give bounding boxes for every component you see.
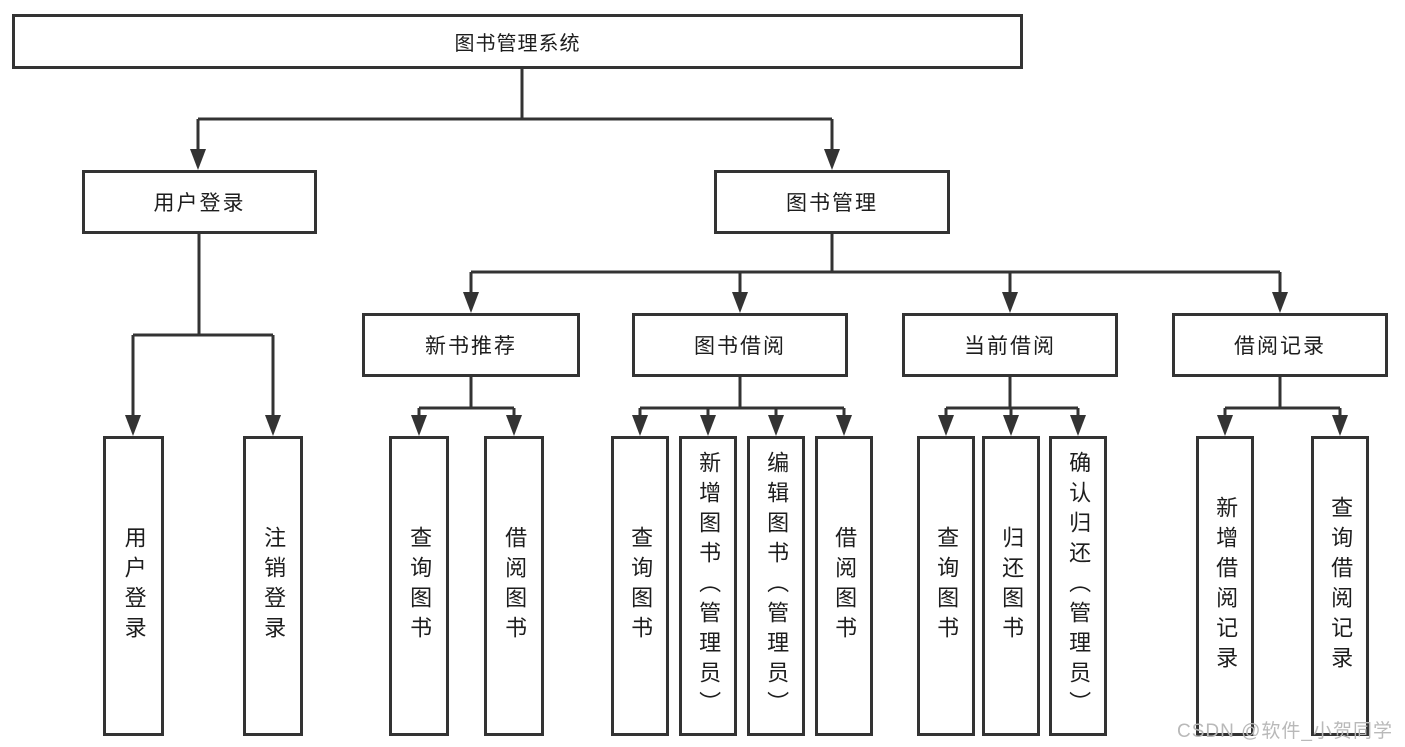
leaf-add-book-admin: 新增图书（管理员） [679,436,737,736]
leaf-query-books-borrow: 查询图书 [611,436,669,736]
arrowhead-icons [125,149,1348,436]
node-new-book-recommend-label: 新书推荐 [425,335,517,358]
leaf-query-borrow-record-label: 查询借阅记录 [1328,496,1354,676]
node-current-borrow: 当前借阅 [902,313,1118,377]
leaf-borrow-books: 借阅图书 [815,436,873,736]
leaf-query-books-current-label: 查询图书 [934,526,960,646]
leaf-logout: 注销登录 [243,436,303,736]
leaf-query-books-recommend-label: 查询图书 [407,526,433,646]
leaf-return-book: 归还图书 [982,436,1040,736]
connector-path [131,68,1342,418]
leaf-borrow-books-recommend-label: 借阅图书 [502,526,528,646]
leaf-user-login-label: 用户登录 [121,526,147,646]
leaf-borrow-books-label: 借阅图书 [832,526,858,646]
leaf-user-login: 用户登录 [103,436,164,736]
leaf-query-books-current: 查询图书 [917,436,975,736]
leaf-confirm-return-admin-label: 确认归还（管理员） [1066,451,1092,721]
leaf-add-borrow-record: 新增借阅记录 [1196,436,1254,736]
node-current-borrow-label: 当前借阅 [964,335,1056,358]
node-library-management-system: 图书管理系统 [12,14,1023,69]
node-book-borrow-label: 图书借阅 [694,335,786,358]
csdn-watermark: CSDN @软件_小贺同学 [1177,721,1393,742]
leaf-edit-book-admin-label: 编辑图书（管理员） [764,451,790,721]
leaf-query-borrow-record: 查询借阅记录 [1311,436,1369,736]
node-book-management: 图书管理 [714,170,950,234]
leaf-borrow-books-recommend: 借阅图书 [484,436,544,736]
node-book-management-label: 图书管理 [786,192,878,215]
leaf-add-book-admin-label: 新增图书（管理员） [696,451,722,721]
leaf-edit-book-admin: 编辑图书（管理员） [747,436,805,736]
node-new-book-recommend: 新书推荐 [362,313,580,377]
leaf-return-book-label: 归还图书 [999,526,1025,646]
node-user-login: 用户登录 [82,170,317,234]
node-library-management-system-label: 图书管理系统 [454,33,581,55]
leaf-confirm-return-admin: 确认归还（管理员） [1049,436,1107,736]
node-borrow-records: 借阅记录 [1172,313,1388,377]
node-user-login-label: 用户登录 [153,192,246,215]
leaf-logout-label: 注销登录 [261,526,287,646]
node-borrow-records-label: 借阅记录 [1234,335,1326,358]
leaf-add-borrow-record-label: 新增借阅记录 [1213,496,1239,676]
node-book-borrow: 图书借阅 [632,313,848,377]
leaf-query-books-recommend: 查询图书 [389,436,449,736]
leaf-query-books-borrow-label: 查询图书 [628,526,654,646]
